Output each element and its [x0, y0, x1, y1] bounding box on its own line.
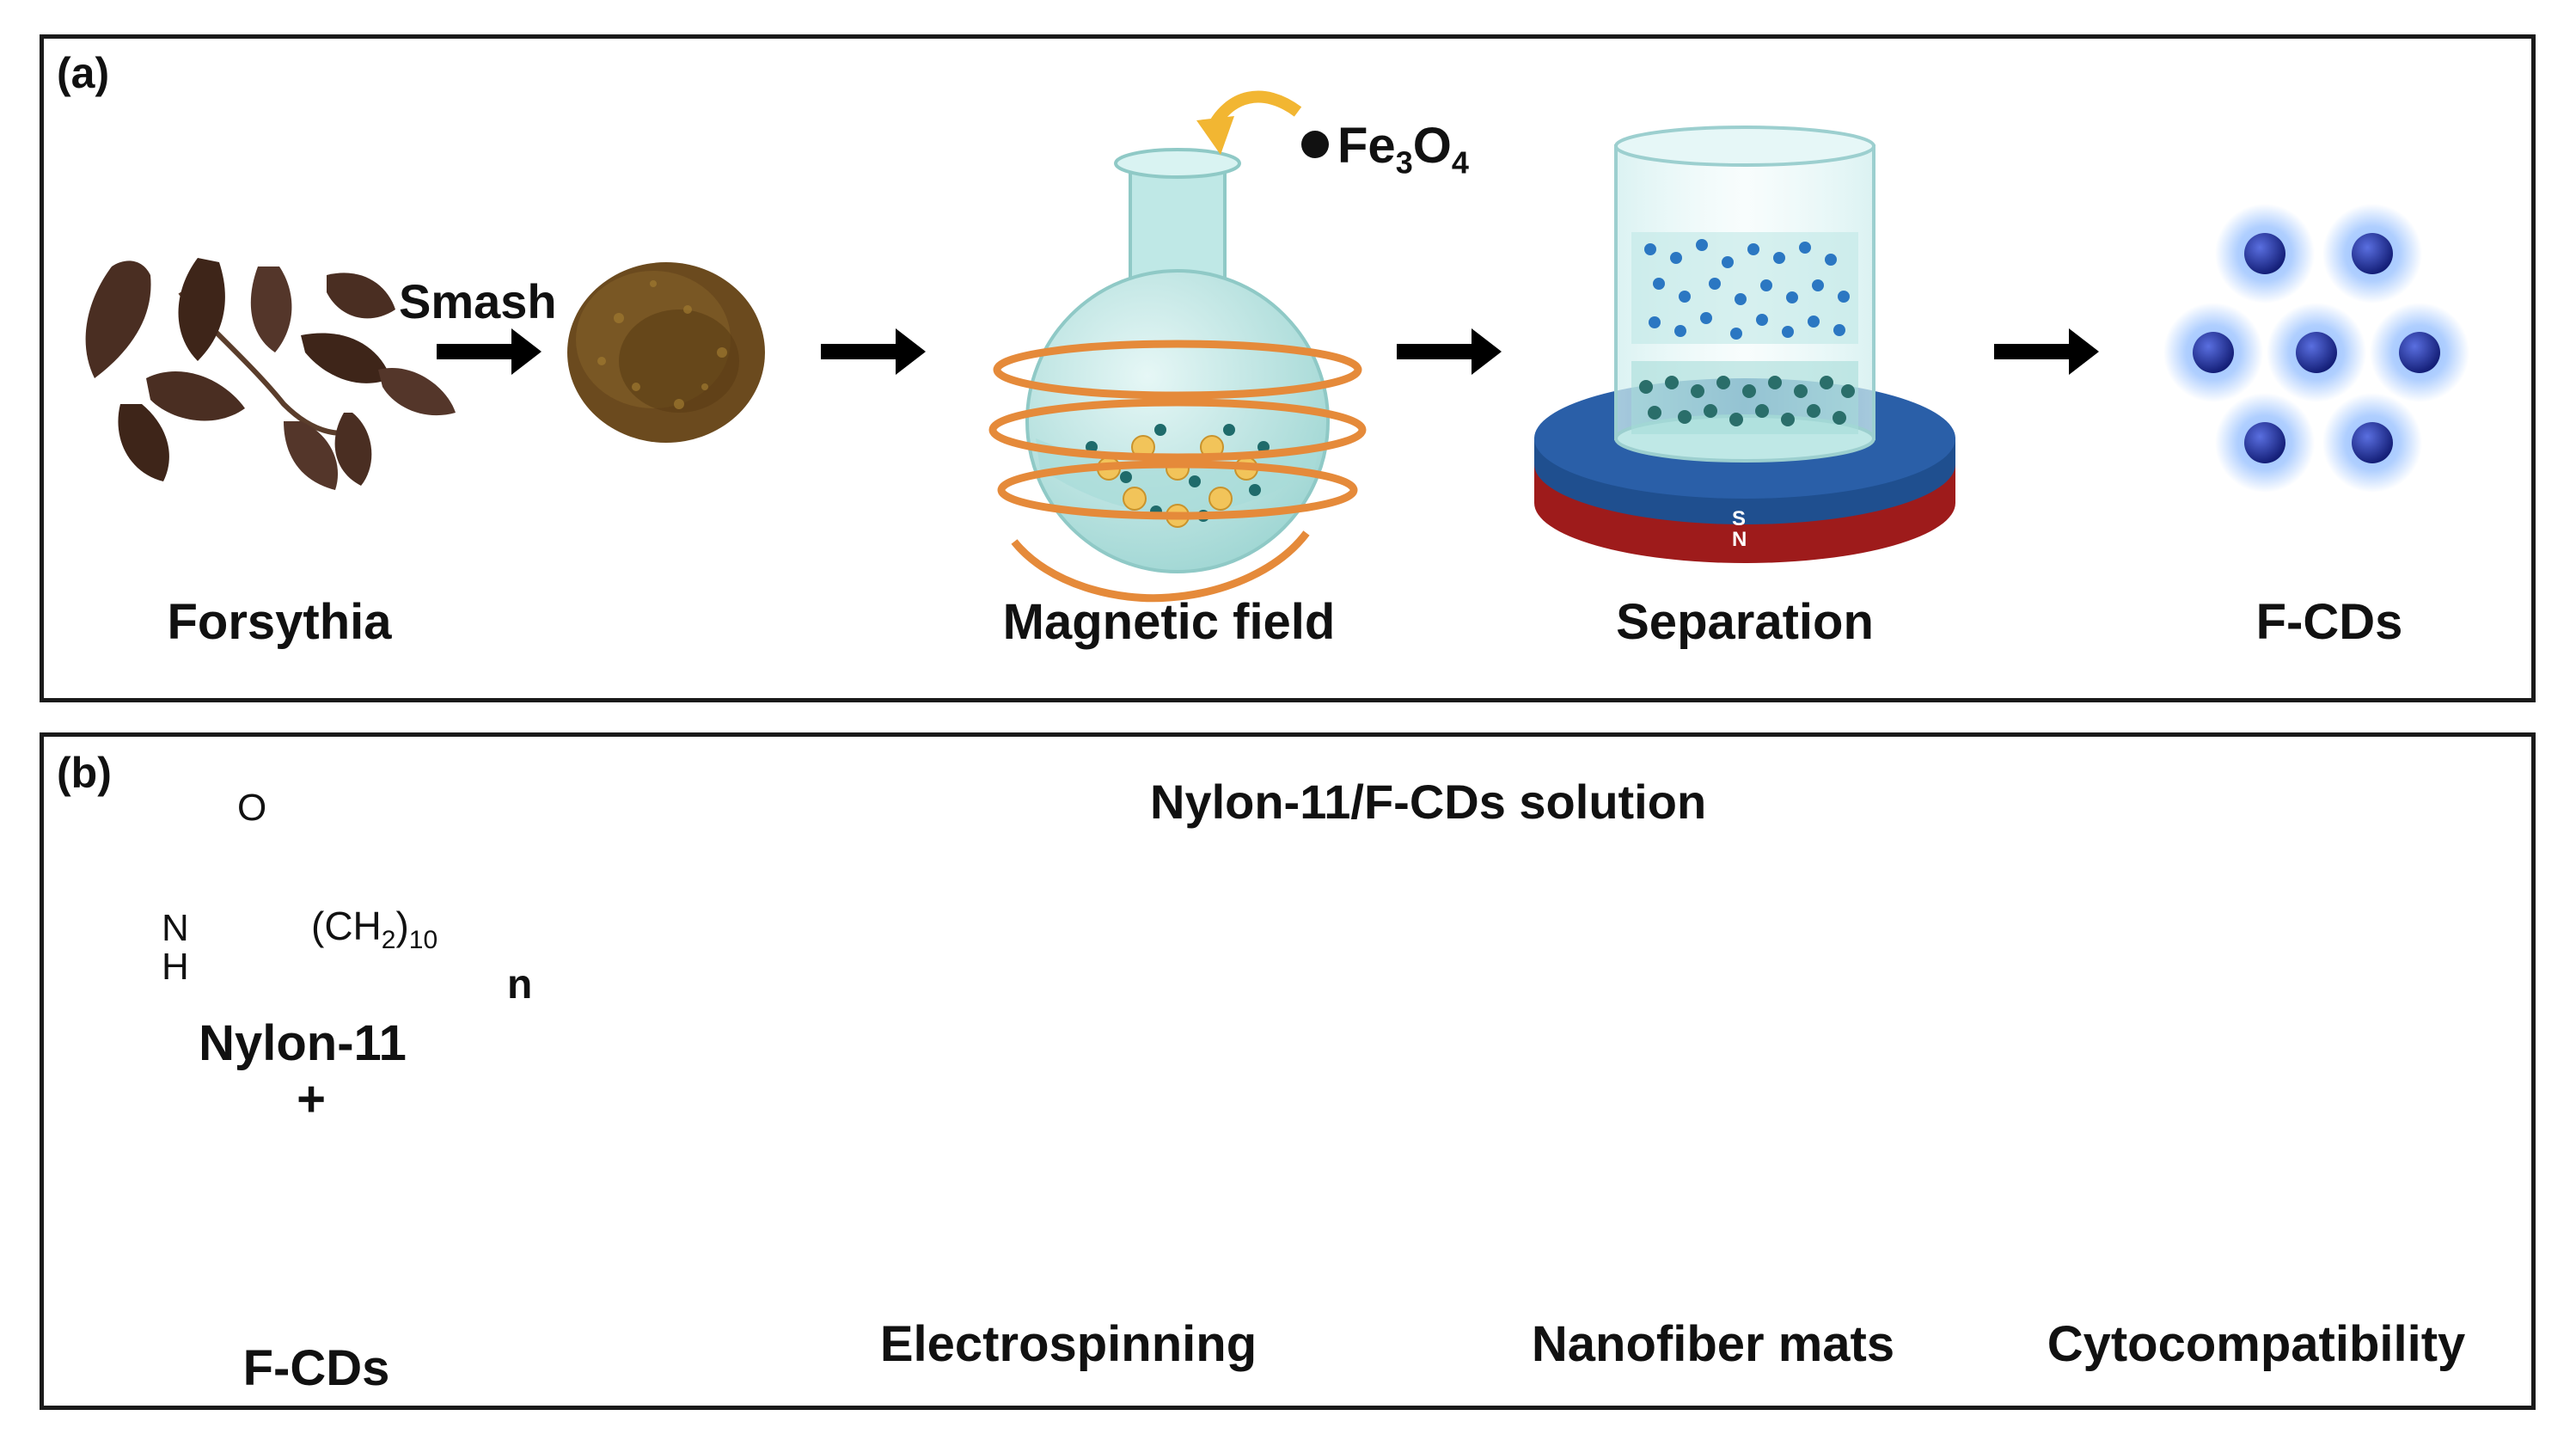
fe3o4-label: Fe3O4: [1337, 118, 1469, 181]
caption-fcds-a: F-CDs: [2255, 594, 2403, 650]
caption-forsythia: Forsythia: [167, 594, 392, 650]
panel-b-letter: (b): [57, 749, 112, 797]
magnet-pole-n: N: [1732, 528, 1747, 551]
caption-fcds-b: F-CDs: [242, 1340, 390, 1396]
amide-h-label: H: [162, 946, 189, 988]
caption-electrospinning: Electrospinning: [879, 1316, 1257, 1372]
smash-label: Smash: [399, 274, 557, 328]
beaker-illustration: [1534, 126, 1955, 563]
chain-label: (CH2)10: [311, 904, 438, 955]
plus-sign: +: [297, 1071, 326, 1127]
caption-magnetic-field: Magnetic field: [1002, 594, 1336, 650]
oxygen-label: O: [237, 787, 267, 829]
powder-illustration: [567, 262, 765, 443]
caption-separation: Separation: [1616, 594, 1874, 650]
nylon-11-label: Nylon-11: [199, 1015, 407, 1071]
repeat-n-label: n: [507, 962, 533, 1008]
fcds-dots-a: [2163, 204, 2469, 493]
arrow-a2: [821, 328, 926, 375]
syringe-label: Nylon-11/F-CDs solution: [1150, 775, 1707, 829]
arrow-a4: [1994, 328, 2099, 375]
caption-cytocompatibility: Cytocompatibility: [2047, 1316, 2466, 1372]
panel-a-letter: (a): [57, 49, 110, 97]
caption-nanofiber-mats: Nanofiber mats: [1531, 1316, 1895, 1372]
arrow-a3: [1397, 328, 1502, 375]
forsythia-illustration: [85, 258, 456, 490]
panel-b: [40, 732, 2536, 1410]
flask-illustration: [988, 90, 1367, 603]
arrow-a1: [437, 328, 542, 375]
amide-n-label: N: [162, 907, 189, 949]
magnet-pole-s: S: [1732, 507, 1747, 530]
